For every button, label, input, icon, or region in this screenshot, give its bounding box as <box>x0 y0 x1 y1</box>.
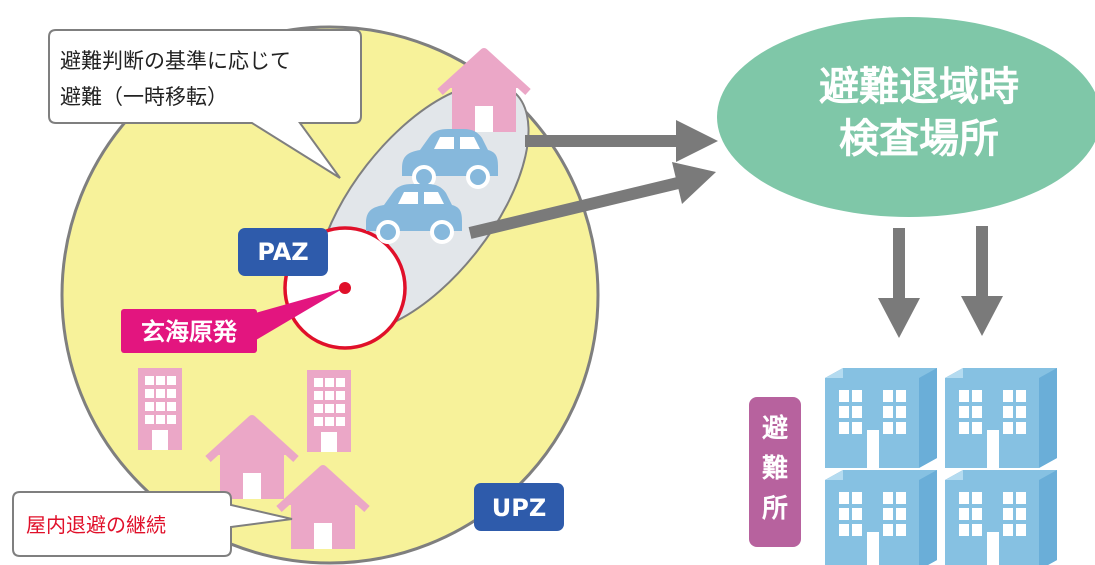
arrow-to-shelter-right <box>961 226 1003 336</box>
arrow-to-inspection-bottom <box>468 162 716 239</box>
shelter-building-icon <box>945 470 1057 565</box>
building-icon <box>138 368 182 450</box>
evacuation-callout-line2: 避難（一時移転） <box>60 85 228 109</box>
paz-label: PAZ <box>257 238 308 266</box>
shelter-tag-char-1: 避 <box>762 413 788 444</box>
arrow-to-shelter-left <box>878 228 920 338</box>
plant-label-box <box>121 309 257 353</box>
arrow-to-inspection-top <box>525 120 718 162</box>
plant-pointer <box>252 288 344 340</box>
shelter-building-icon <box>825 368 937 468</box>
paz-label-box <box>238 228 328 276</box>
shelter-tag-char-2: 難 <box>762 454 788 484</box>
building-icon <box>307 370 351 452</box>
plant-label: 玄海原発 <box>141 318 238 346</box>
shelter-tag-char-3: 所 <box>762 494 788 524</box>
inspection-site-line1: 避難退域時 <box>819 64 1019 110</box>
shelter-building-icon <box>945 368 1057 468</box>
shelter-callout-text: 屋内退避の継続 <box>26 513 166 537</box>
evacuation-callout-line1: 避難判断の基準に応じて <box>60 49 291 73</box>
inspection-site-shape <box>717 17 1095 217</box>
shelter-building-icon <box>825 470 937 565</box>
evacuation-callout <box>48 29 362 179</box>
shelter-callout <box>12 491 293 557</box>
plant-marker <box>339 282 351 294</box>
upz-label-box <box>474 483 564 531</box>
shelter-tag <box>749 397 801 547</box>
upz-label: UPZ <box>492 494 546 522</box>
inspection-site-line2: 検査場所 <box>839 116 999 162</box>
